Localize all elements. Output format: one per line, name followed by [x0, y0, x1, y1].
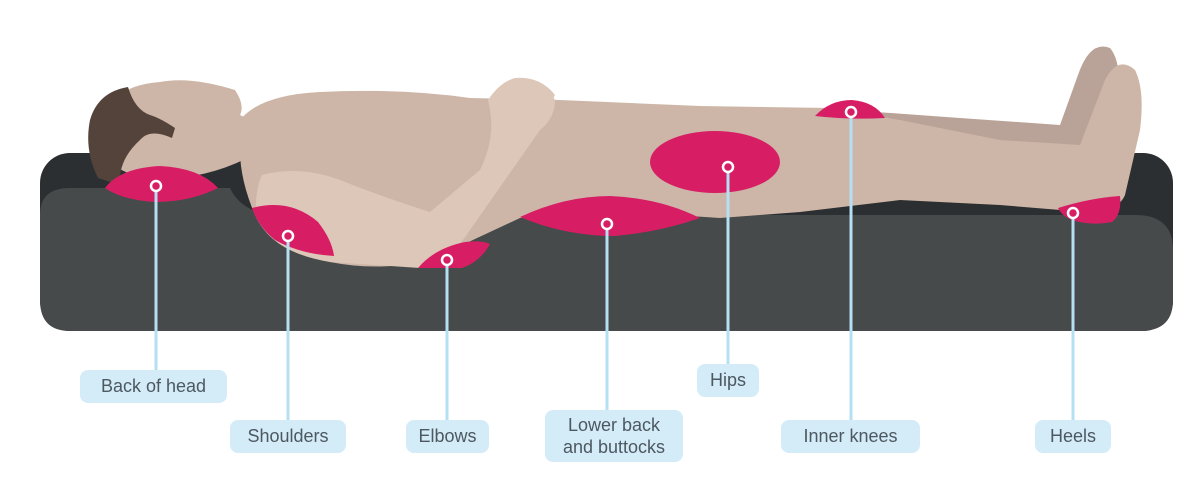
label-lower-back-and-buttocks: Lower back and buttocks: [545, 410, 683, 462]
leader-lines: [154, 112, 1075, 422]
pressure-area-hips: [650, 131, 780, 193]
pressure-area-elbows: [418, 241, 490, 268]
marker-elbows: [440, 253, 454, 267]
label-heels: Heels: [1035, 420, 1111, 453]
label-shoulders: Shoulders: [230, 420, 346, 453]
label-lower-back-line2: and buttocks: [562, 437, 666, 457]
label-lower-back-line1: Lower back: [567, 415, 661, 435]
marker-lower-back: [600, 217, 614, 231]
marker-shoulders: [281, 229, 295, 243]
marker-back-of-head: [149, 179, 163, 193]
marker-heels: [1066, 206, 1080, 220]
pressure-area-lower-back: [520, 196, 700, 236]
pressure-areas: [105, 100, 1121, 268]
label-inner-knees: Inner knees: [781, 420, 920, 453]
markers: [149, 105, 1080, 267]
label-elbows: Elbows: [406, 420, 489, 453]
pressure-area-shoulders: [252, 205, 334, 256]
label-back-of-head: Back of head: [80, 370, 227, 403]
label-hips: Hips: [697, 364, 759, 397]
marker-inner-knees: [844, 105, 858, 119]
marker-hips: [721, 160, 735, 174]
